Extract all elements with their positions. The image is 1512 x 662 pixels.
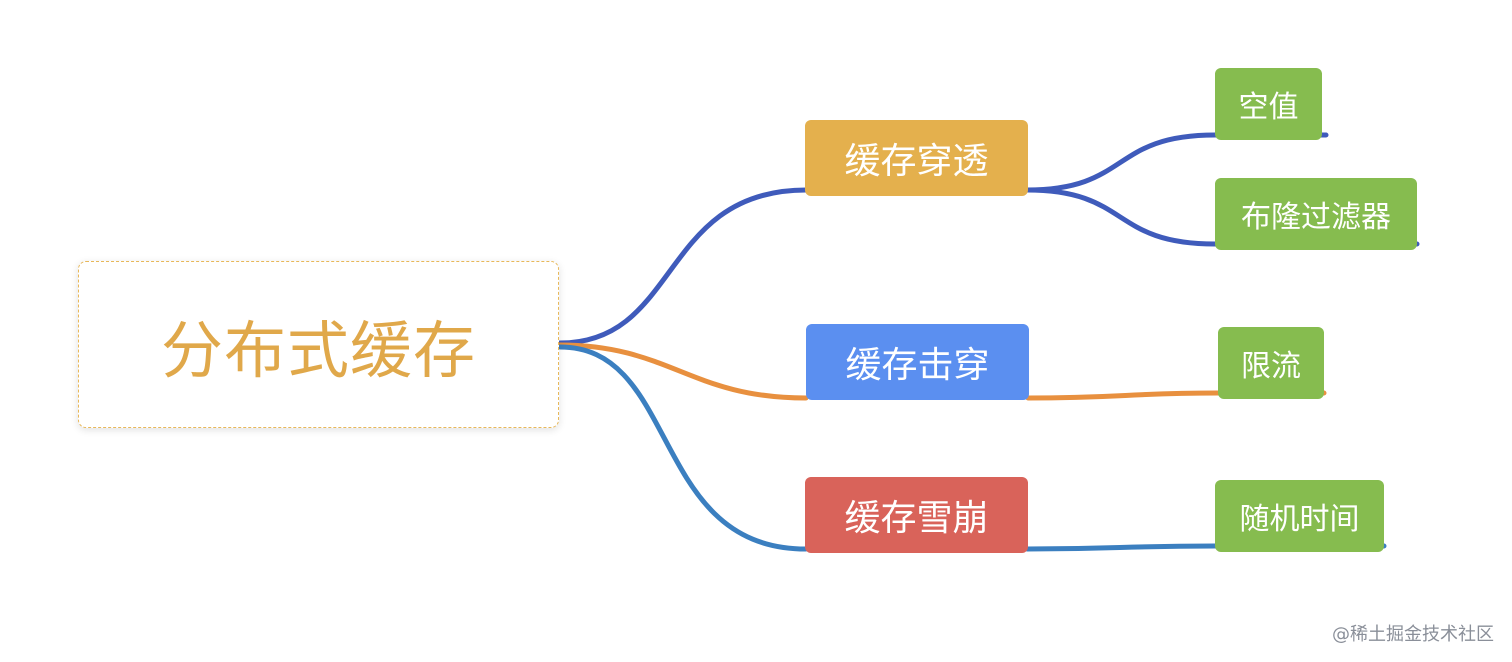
link-root-breakdown xyxy=(557,342,809,401)
branch-node-cache-penetration[interactable]: 缓存穿透 xyxy=(805,120,1028,196)
leaf-node-label: 限流 xyxy=(1241,349,1301,384)
link-avalanche-random xyxy=(1024,543,1387,552)
leaf-node-label: 布隆过滤器 xyxy=(1241,200,1391,235)
branch-node-label: 缓存击穿 xyxy=(845,345,990,386)
branch-node-cache-avalanche[interactable]: 缓存雪崩 xyxy=(805,477,1028,553)
branch-node-label: 缓存穿透 xyxy=(844,141,989,182)
branch-node-cache-breakdown[interactable]: 缓存击穿 xyxy=(806,324,1029,400)
watermark-text: @稀土掘金技术社区 xyxy=(1332,624,1494,645)
root-node[interactable]: 分布式缓存 xyxy=(78,261,559,428)
link-breakdown-limit xyxy=(1025,390,1327,401)
link-penetration-null xyxy=(1024,132,1329,193)
leaf-node-rate-limit[interactable]: 限流 xyxy=(1218,327,1324,399)
leaf-node-label: 随机时间 xyxy=(1239,502,1360,537)
link-root-avalanche xyxy=(557,344,809,552)
leaf-node-label: 空值 xyxy=(1238,90,1299,125)
link-penetration-bloom xyxy=(1024,187,1420,247)
leaf-node-null-value[interactable]: 空值 xyxy=(1215,68,1322,140)
leaf-node-random-time[interactable]: 随机时间 xyxy=(1215,480,1384,552)
link-root-penetration xyxy=(557,187,809,346)
leaf-node-bloom-filter[interactable]: 布隆过滤器 xyxy=(1215,178,1417,250)
branch-node-label: 缓存雪崩 xyxy=(844,498,989,539)
root-node-label: 分布式缓存 xyxy=(160,313,476,387)
